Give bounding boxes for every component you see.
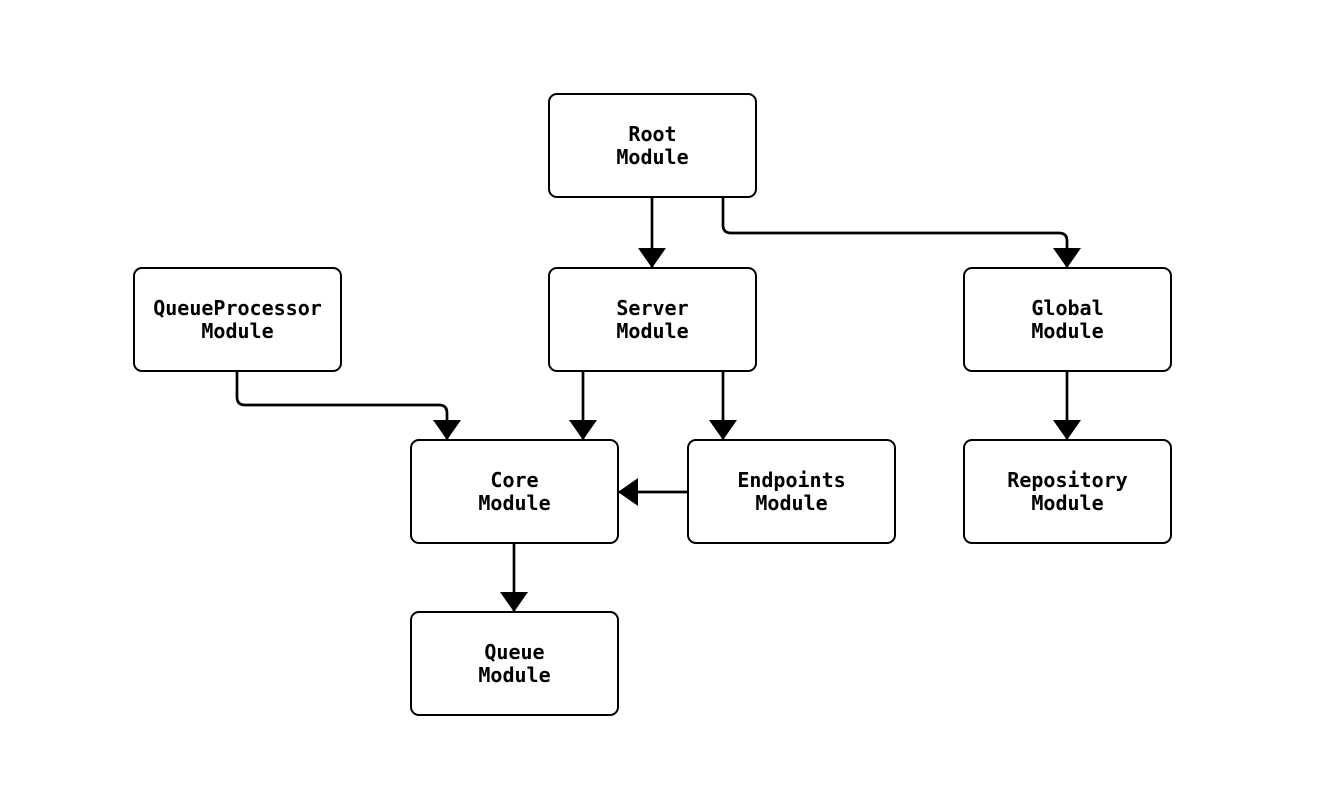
edge-root-to-global	[721, 198, 1081, 268]
node-server: Server Module	[548, 267, 757, 372]
node-endpoints: Endpoints Module	[687, 439, 896, 544]
edge-group	[235, 198, 1081, 612]
node-root: Root Module	[548, 93, 757, 198]
node-queue: Queue Module	[410, 611, 619, 716]
node-repository: Repository Module	[963, 439, 1172, 544]
node-core: Core Module	[410, 439, 619, 544]
edge-queue-processor-to-core	[235, 372, 461, 440]
node-global: Global Module	[963, 267, 1172, 372]
node-queue-processor: QueueProcessor Module	[133, 267, 342, 372]
